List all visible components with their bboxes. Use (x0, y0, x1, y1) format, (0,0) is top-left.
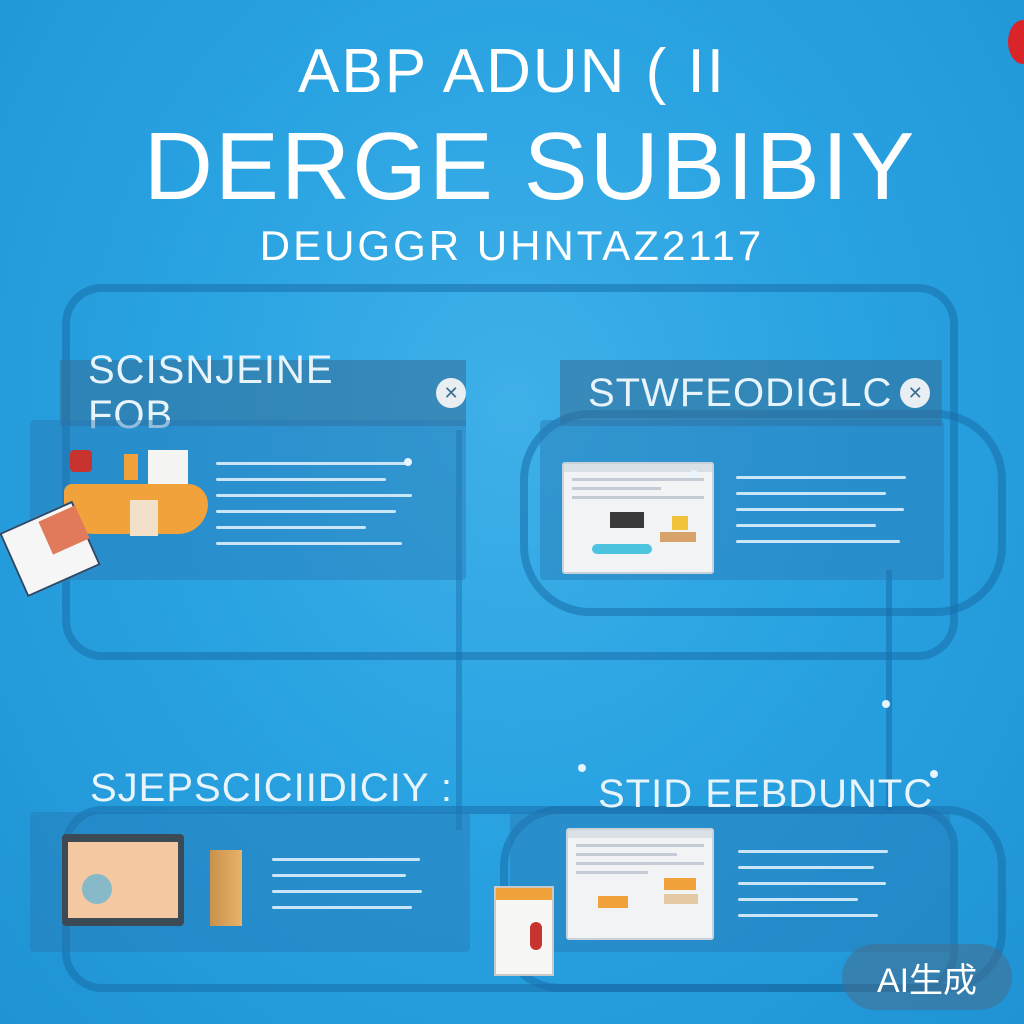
red-corner-decoration (1008, 20, 1024, 64)
panel-top-right-header: STWFEODIGLC ✕ (560, 360, 942, 426)
sparkle-dot (882, 700, 890, 708)
panel-top-right-text-lines (736, 476, 906, 556)
ai-generated-badge: AI生成 (842, 944, 1012, 1010)
panel-bottom-left-text-lines (272, 858, 422, 922)
sparkle-dot (930, 770, 938, 778)
indicator-dot (404, 458, 412, 466)
panel-top-right-title: STWFEODIGLC (588, 370, 893, 415)
document-illustration (494, 886, 554, 976)
panel-top-left-header: SCISNJEINE FOB ✕ (60, 348, 466, 437)
panel-bottom-right-text-lines (738, 850, 888, 930)
close-icon[interactable]: ✕ (436, 378, 466, 408)
browser-window-illustration (566, 828, 714, 940)
page-subtitle: DEUGGR UHNTAZ2117 (259, 222, 765, 269)
connector-line (456, 430, 462, 830)
browser-window-illustration (562, 462, 714, 574)
book-illustration (210, 850, 242, 926)
page-title: DERGE SUBIBIY (143, 113, 917, 220)
indicator-dot (690, 470, 698, 478)
header-line-1: ABP ADUN ( II (298, 37, 726, 106)
panel-top-left-title: SCISNJEINE FOB (88, 348, 334, 437)
sparkle-dot (578, 764, 586, 772)
panel-bottom-right-caption: STID EEBDUNTC (598, 772, 934, 816)
panel-bottom-left-caption: SJEPSCICIIDICIY : (90, 766, 454, 810)
sewing-machine-illustration (0, 450, 220, 598)
connector-line (886, 570, 892, 810)
laptop-illustration (62, 834, 184, 926)
panel-top-left-text-lines (216, 462, 412, 558)
close-icon[interactable]: ✕ (900, 378, 931, 408)
